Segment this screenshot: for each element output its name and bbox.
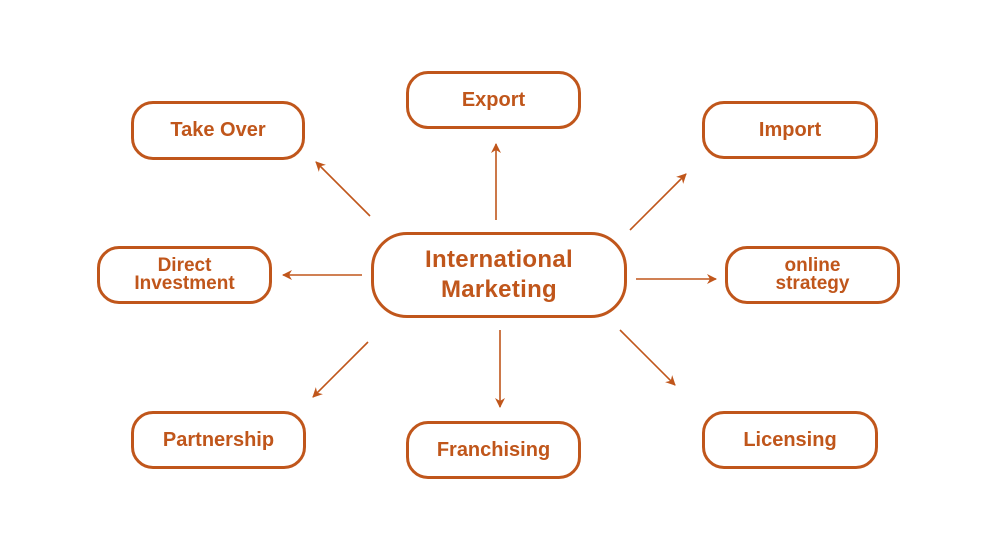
arrow-to-take-over <box>315 161 371 217</box>
node-licensing: Licensing <box>702 411 878 469</box>
node-take-over: Take Over <box>131 101 305 160</box>
node-direct-investment: Direct Investment <box>97 246 272 304</box>
node-franchising: Franchising <box>406 421 581 479</box>
arrow-to-partnership <box>312 341 369 398</box>
node-import: Import <box>702 101 878 159</box>
arrow-to-licensing <box>619 329 676 386</box>
center-node-international-marketing: International Marketing <box>371 232 627 318</box>
arrow-to-import <box>629 173 687 231</box>
node-export: Export <box>406 71 581 129</box>
node-online-strategy: online strategy <box>725 246 900 304</box>
node-partnership: Partnership <box>131 411 306 469</box>
